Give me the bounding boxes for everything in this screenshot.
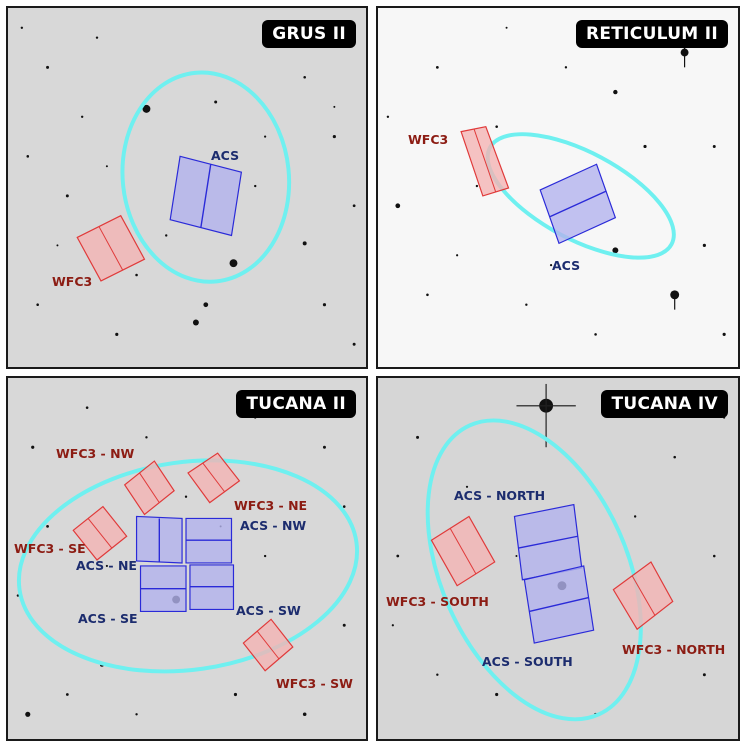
panel-title: RETICULUM II (575, 20, 728, 48)
wfc3-south-label: WFC3 - SOUTH (386, 594, 489, 609)
acs-north-label: ACS - NORTH (454, 488, 546, 503)
acs-label: ACS (552, 258, 581, 273)
wfc3-north-label: WFC3 - NORTH (622, 642, 726, 657)
star-field-tucana-ii (8, 378, 366, 739)
wfc3-label: WFC3 (52, 274, 93, 289)
acs-label: ACS (211, 148, 240, 163)
star-field-grus-ii (8, 8, 366, 367)
wfc3-nw-label: WFC3 - NW (56, 446, 135, 461)
tucana-iv-halflight-ellipse (425, 418, 643, 722)
wfc3-sw-label: WFC3 - SW (276, 676, 353, 691)
acs-se-label: ACS - SE (78, 611, 138, 626)
star-field-tucana-iv (378, 378, 738, 739)
wfc3-ne-label: WFC3 - NE (234, 498, 308, 513)
tucana-ii-halflight-ellipse (16, 458, 360, 674)
panel-tucana-ii: TUCANA II WFC3 - NW WFC3 - NE ACS - NW W… (6, 376, 368, 741)
acs-ne-label: ACS - NE (76, 558, 137, 573)
wfc3-se-label: WFC3 - SE (14, 541, 86, 556)
panel-grus-ii: GRUS II ACS WFC3 (6, 6, 368, 369)
acs-sw-label: ACS - SW (236, 603, 301, 618)
panel-tucana-iv: TUCANA IV ACS - NORTH WFC3 - SOUTH ACS -… (376, 376, 740, 741)
panel-title: TUCANA IV (601, 390, 728, 418)
panel-title: GRUS II (262, 20, 356, 48)
grus-halflight-ellipse (120, 70, 292, 284)
panel-reticulum-ii: RETICULUM II WFC3 ACS (376, 6, 740, 369)
acs-nw-label: ACS - NW (240, 518, 307, 533)
acs-south-label: ACS - SOUTH (482, 654, 573, 669)
panel-title: TUCANA II (236, 390, 356, 418)
wfc3-label: WFC3 (408, 132, 449, 147)
star-field-reticulum-ii (378, 8, 738, 367)
